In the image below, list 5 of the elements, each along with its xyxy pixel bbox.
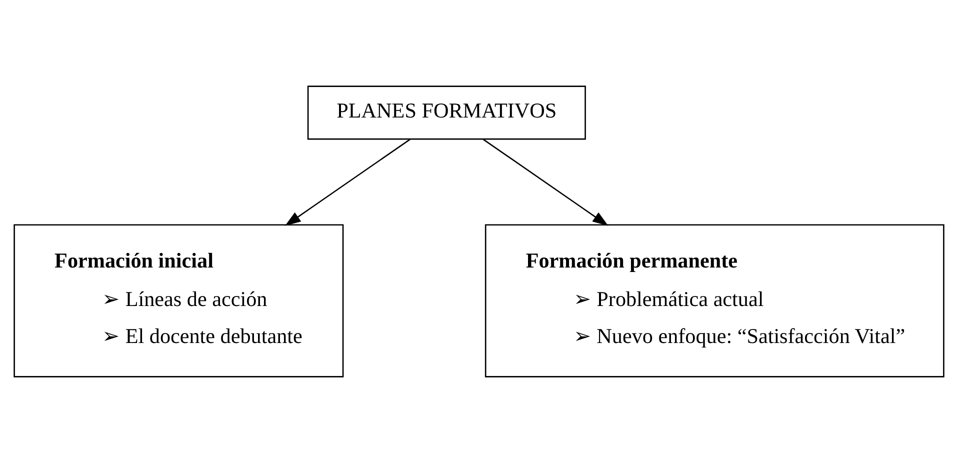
node-box: PLANES FORMATIVOS — [307, 86, 586, 140]
node-box: Formación inicial ➢ Líneas de acción ➢ El docente debutante — [14, 224, 344, 378]
node-box: Formación permanente ➢ Problemática actual ➢ Nuevo enfoque: “Satisfacción Vital” — [484, 224, 944, 378]
arrow — [284, 138, 410, 226]
arrow — [482, 138, 608, 226]
